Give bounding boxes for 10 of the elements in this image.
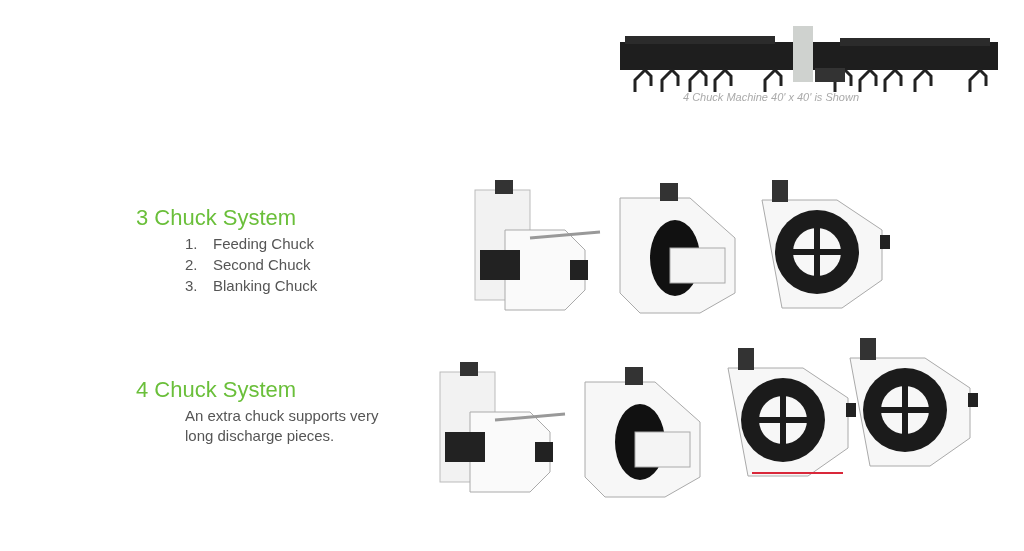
list-item: Blanking Chuck [213, 276, 318, 296]
list-number: 3. [185, 276, 198, 296]
list-item: Feeding Chuck [213, 234, 314, 254]
section-heading: 4 Chuck System [136, 376, 297, 404]
list-item: Second Chuck [213, 255, 311, 275]
list-number: 2. [185, 255, 198, 275]
list-number: 1. [185, 234, 198, 254]
section-heading: 3 Chuck System [136, 204, 297, 232]
image-caption: 4 Chuck Machine 40' x 40' is Shown [683, 90, 860, 105]
description-text: An extra chuck supports very long discharge pieces. [185, 406, 380, 445]
